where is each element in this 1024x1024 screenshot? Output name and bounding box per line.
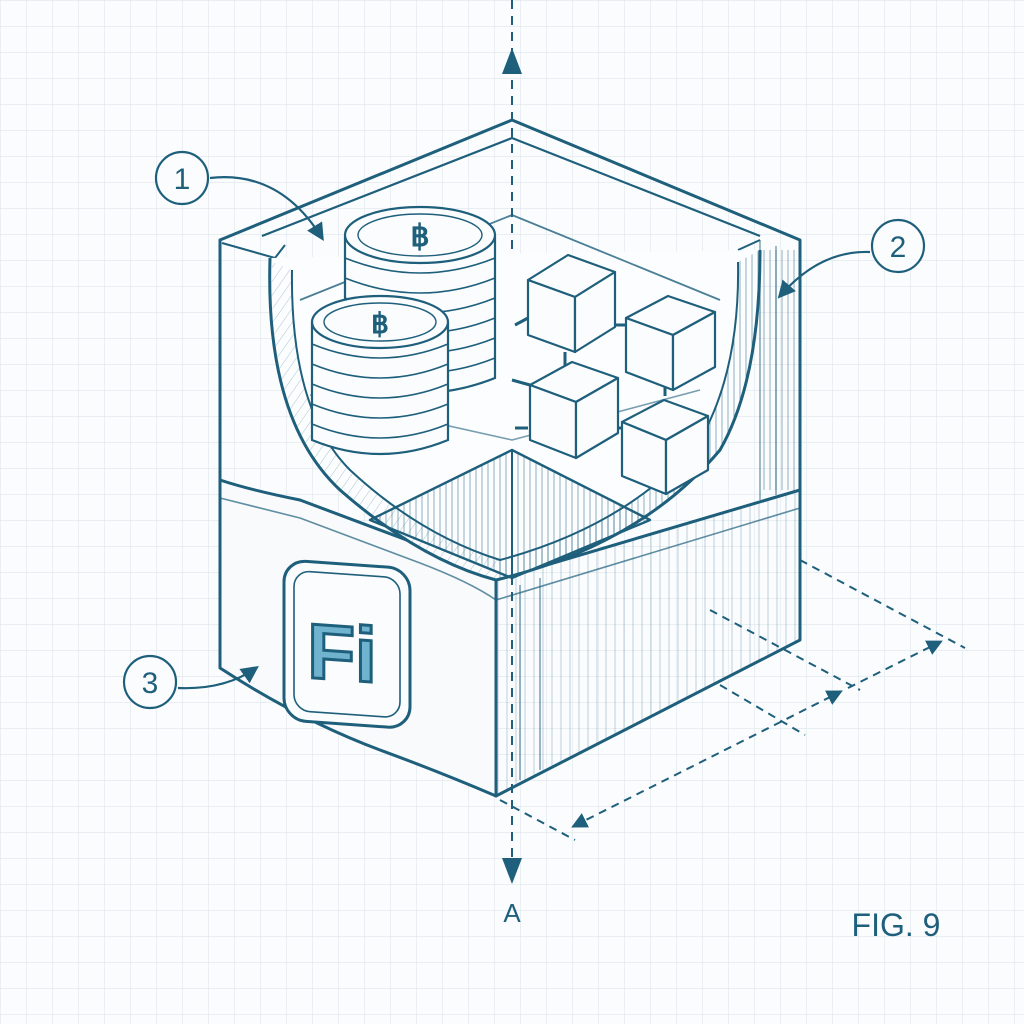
block-cube	[620, 398, 710, 496]
callout-2-number: 2	[890, 231, 907, 264]
callout-3-number: 3	[142, 667, 159, 700]
callout-1-number: 1	[174, 163, 191, 196]
dimension-lines	[499, 559, 966, 841]
section-marker-label: A	[503, 898, 521, 928]
figure-label: FIG. 9	[852, 907, 941, 943]
block-network	[511, 253, 717, 496]
logo-text: Fi	[307, 607, 376, 700]
block-cube	[528, 360, 620, 460]
block-cube	[526, 253, 617, 354]
coin-symbol-front: ฿	[371, 308, 389, 339]
coin-symbol-back: ฿	[410, 220, 429, 253]
callout-1	[154, 150, 324, 241]
coin-stack-front: ฿	[310, 294, 450, 456]
callout-3	[122, 654, 259, 710]
fi-logo: Fi	[282, 559, 412, 729]
central-well	[368, 448, 652, 580]
block-cube	[624, 294, 717, 392]
callout-2	[777, 218, 926, 299]
top-rim	[218, 118, 802, 490]
